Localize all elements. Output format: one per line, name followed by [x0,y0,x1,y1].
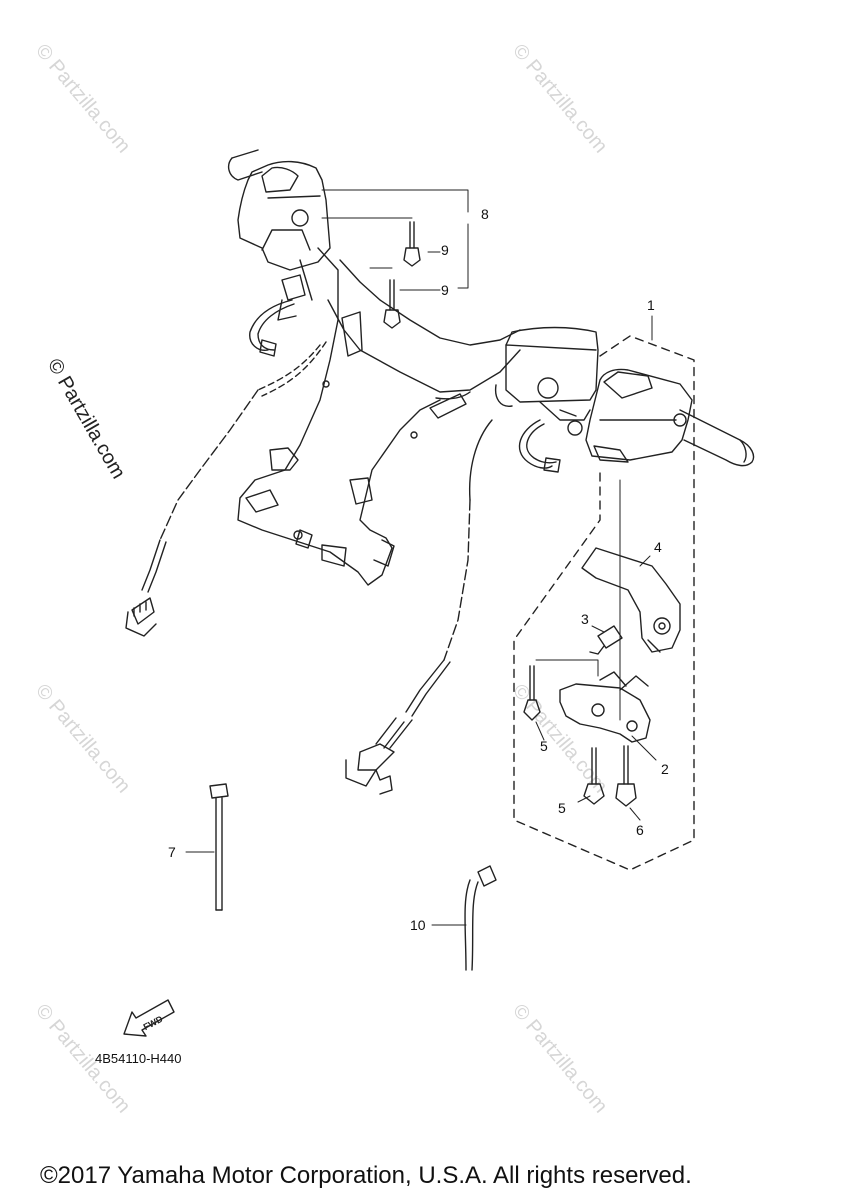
screw-6 [615,745,637,807]
leader-lines [185,189,657,926]
screw-9b [383,279,401,329]
part-1-outline [513,335,695,871]
left-switch-wire [249,299,295,357]
callout-2: 2 [661,761,669,777]
callout-7: 7 [168,844,176,860]
fwd-arrow-icon [123,999,175,1037]
diagram-code: 4B54110-H440 [95,1051,182,1066]
pivot-bolt [589,625,623,655]
callout-8: 8 [481,206,489,222]
screw-5b [583,747,605,805]
lever [581,547,681,653]
right-switch-wire [518,419,561,473]
left-grip [227,149,263,181]
screw-9a [403,221,421,267]
callout-1: 1 [647,297,655,313]
handlebar [237,247,521,586]
screw-5a [523,665,541,721]
callout-4: 4 [654,539,662,555]
callout-9b: 9 [441,282,449,298]
left-switch-housing [237,160,331,321]
copyright-notice: ©2017 Yamaha Motor Corporation, U.S.A. A… [40,1162,692,1189]
callout-3: 3 [581,611,589,627]
callout-6: 6 [636,822,644,838]
cable-clamp-10 [464,865,497,971]
lever-bracket [559,671,651,743]
right-switch-housing [585,368,693,463]
right-grip [679,409,755,467]
callout-9a: 9 [441,242,449,258]
fwd-label: FWD [142,1013,165,1032]
right-wiring-harness [345,419,493,795]
master-cylinder [494,326,599,436]
callout-10: 10 [410,917,426,933]
callout-5a: 5 [540,738,548,754]
callout-5b: 5 [558,800,566,816]
left-wiring-harness [125,341,327,637]
cable-tie-7 [209,783,229,911]
